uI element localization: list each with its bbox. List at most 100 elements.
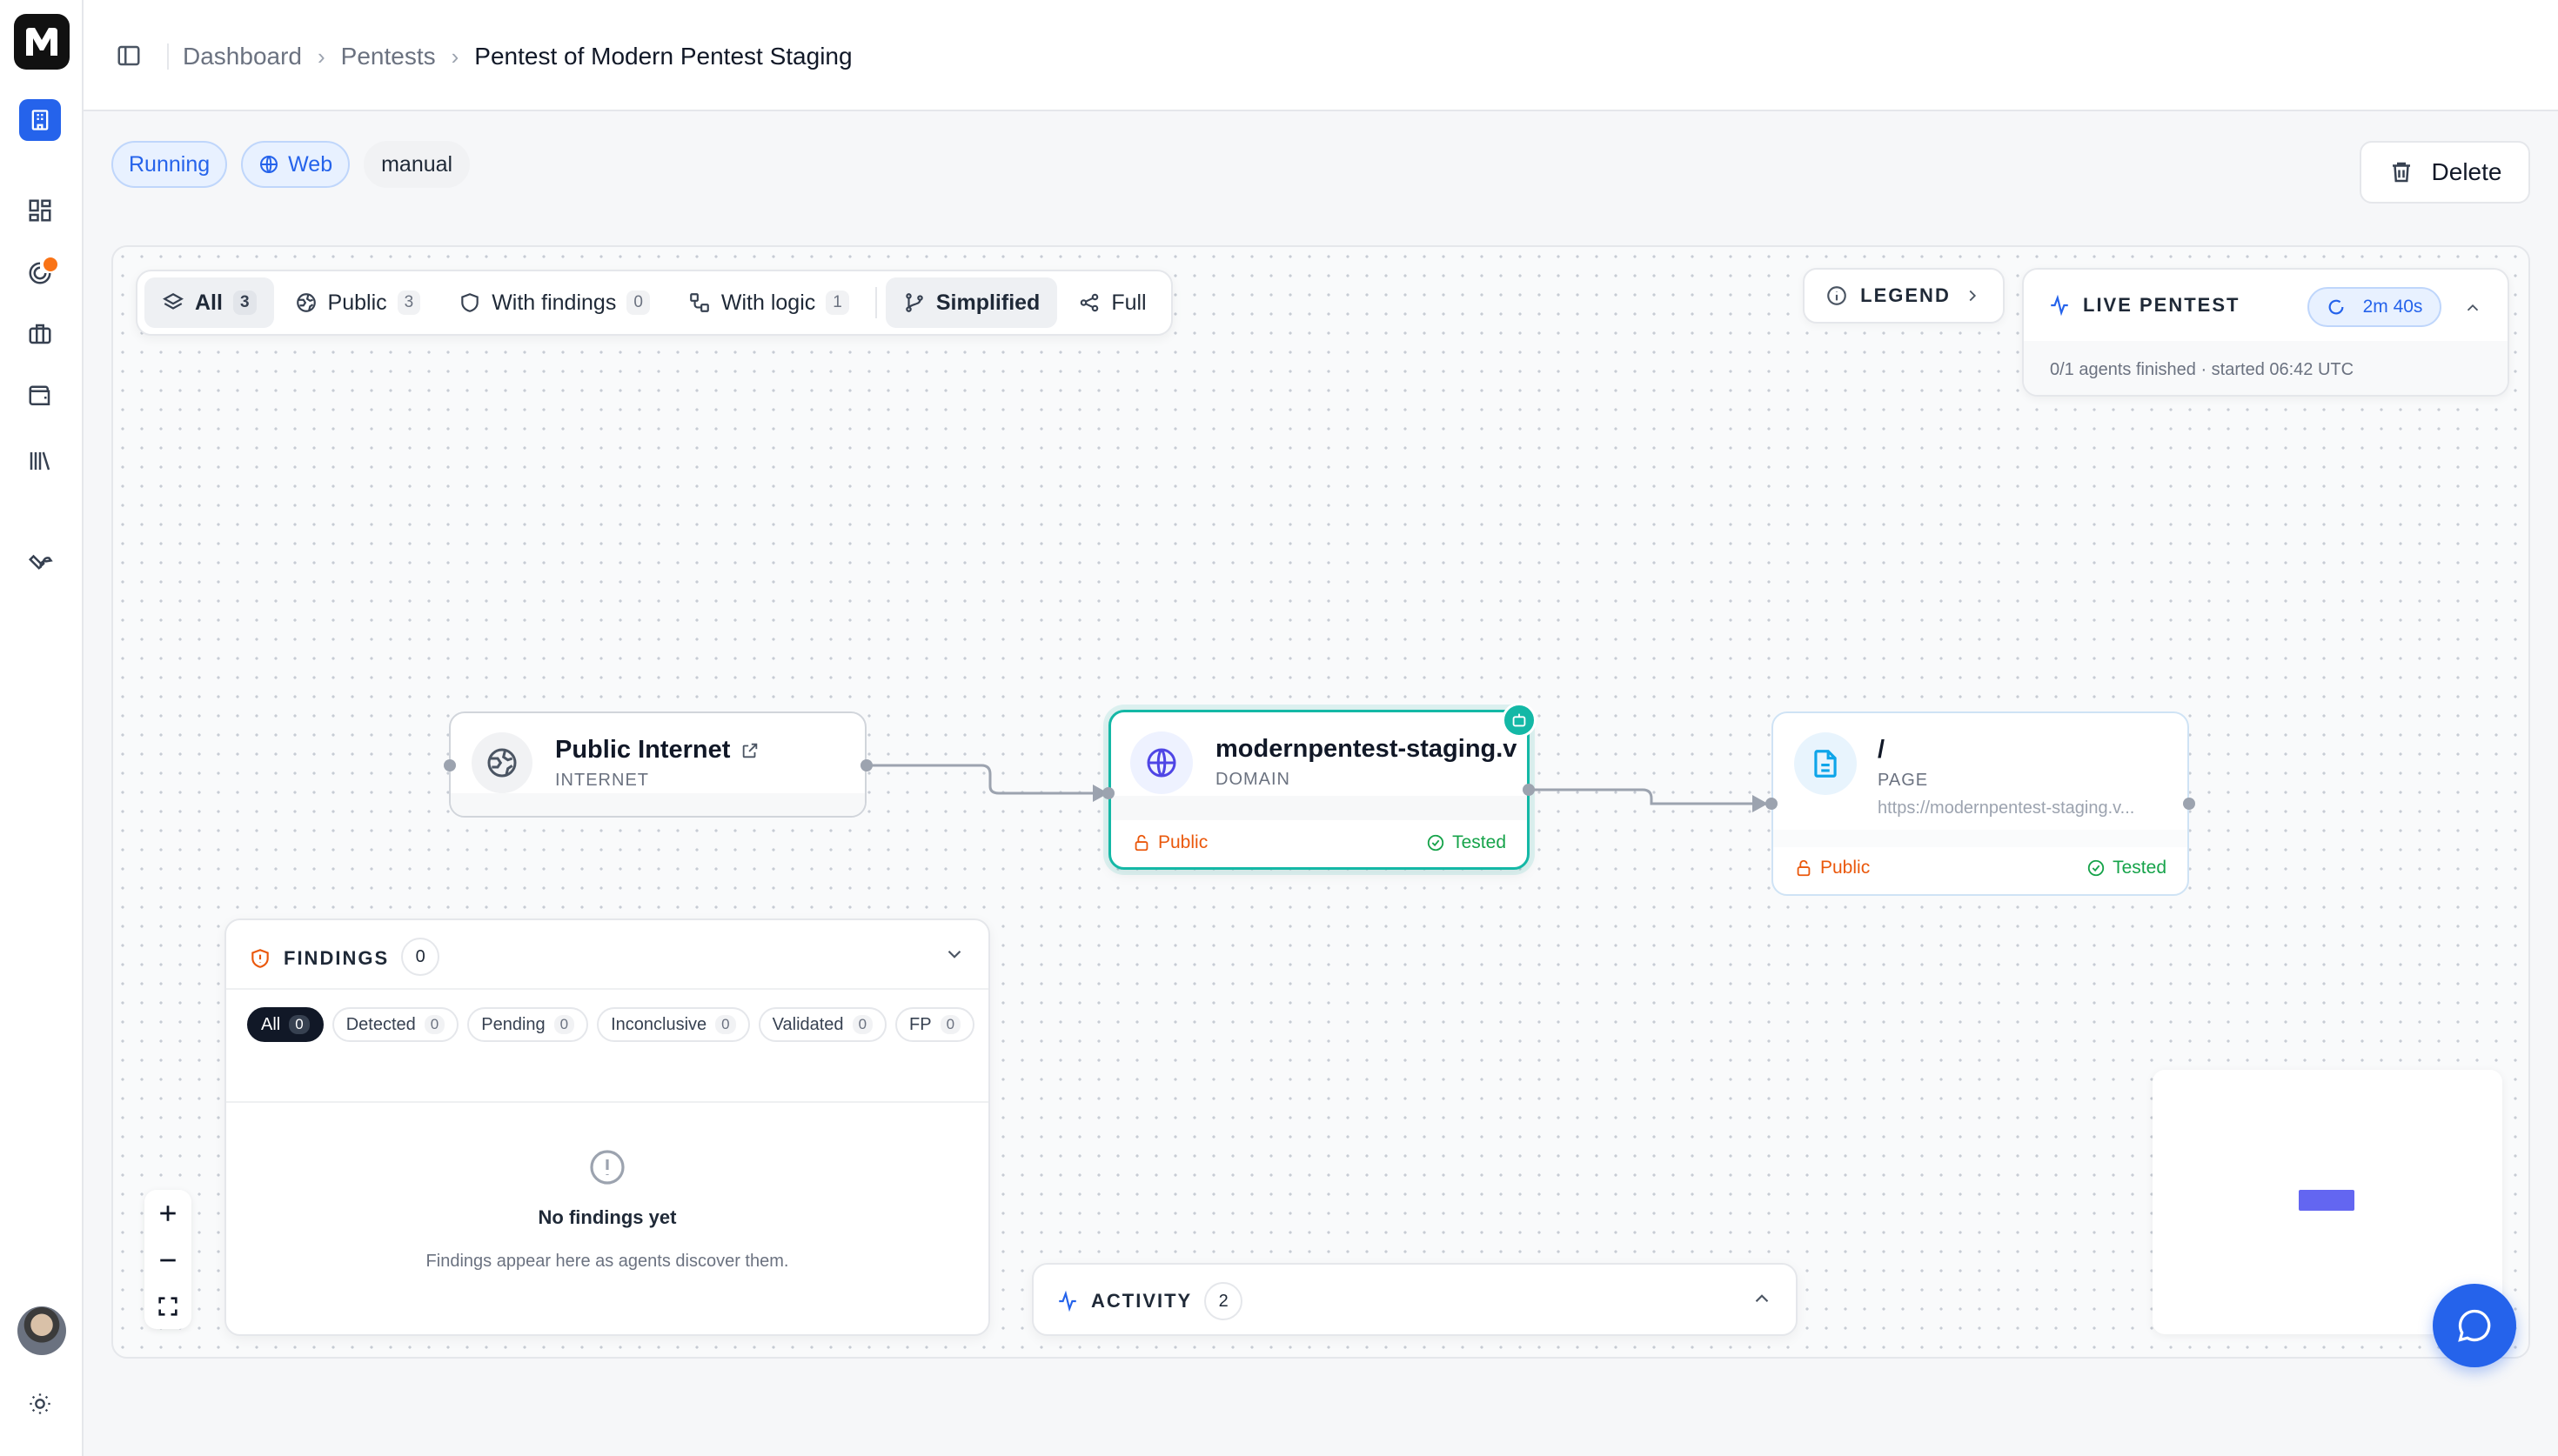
node-title: modernpentest-staging.v: [1215, 735, 1517, 763]
check-circle-icon: [1427, 834, 1444, 852]
activity-panel[interactable]: ACTIVITY 2: [1032, 1263, 1798, 1336]
wallet-icon[interactable]: [24, 381, 56, 412]
node-handle[interactable]: [860, 759, 873, 771]
chip-label: Validated: [772, 1014, 844, 1034]
filter-label: With logic: [720, 290, 816, 315]
pentests-icon[interactable]: [24, 257, 56, 289]
chip-count: 0: [852, 1015, 874, 1034]
filter-all[interactable]: All 3: [144, 277, 274, 328]
fit-view-icon[interactable]: [156, 1294, 180, 1319]
briefcase-icon[interactable]: [24, 318, 56, 350]
node-page[interactable]: / PAGE https://modernpentest-staging.v..…: [1771, 711, 2189, 896]
trash-icon: [2392, 162, 2410, 183]
chip-label: Detected: [345, 1014, 416, 1034]
shield-alert-icon: [251, 949, 269, 968]
chip-label: All: [261, 1014, 281, 1034]
delete-button-label: Delete: [2431, 158, 2502, 185]
filter-with-logic[interactable]: With logic 1: [671, 277, 867, 328]
empty-description: Findings appear here as agents discover …: [425, 1252, 789, 1271]
filter-count: 3: [232, 291, 257, 315]
node-title-text: Public Internet: [555, 736, 731, 764]
minimap-viewport[interactable]: [2299, 1190, 2354, 1211]
library-icon[interactable]: [24, 445, 56, 477]
visibility-badge: Public: [1794, 858, 1870, 878]
zoom-controls: [144, 1190, 191, 1329]
view-simplified[interactable]: Simplified: [885, 277, 1058, 328]
view-label: Simplified: [935, 290, 1041, 315]
chip-count: 0: [424, 1015, 445, 1034]
state-badge: Tested: [2086, 858, 2166, 878]
node-title: Public Internet: [555, 736, 816, 765]
view-full[interactable]: Full: [1061, 277, 1163, 328]
node-public-internet[interactable]: Public Internet INTERNET: [449, 711, 867, 818]
filter-label: All: [195, 290, 223, 315]
live-status-text: 0/1 agents finished · started 06:42 UTC: [2024, 341, 2508, 395]
filter-with-findings[interactable]: With findings 0: [441, 277, 667, 328]
chevron-up-icon[interactable]: [2459, 294, 2487, 322]
filter-public[interactable]: Public 3: [278, 277, 439, 328]
node-type: PAGE: [1878, 771, 1929, 790]
node-handle[interactable]: [1765, 798, 1778, 810]
shield-icon: [461, 293, 479, 312]
breadcrumb-dashboard[interactable]: Dashboard: [183, 43, 302, 70]
node-divider-strip: [1111, 796, 1527, 820]
minimap[interactable]: [2153, 1070, 2502, 1334]
alert-circle-icon: [590, 1150, 625, 1185]
node-domain[interactable]: modernpentest-staging.v DOMAIN Public Te…: [1108, 710, 1530, 870]
globe-icon: [1130, 731, 1193, 794]
wrench-icon[interactable]: [24, 543, 56, 574]
unlock-icon: [1135, 834, 1148, 852]
chip-count: 0: [940, 1015, 961, 1034]
zoom-out-icon[interactable]: [155, 1247, 181, 1273]
zoom-in-icon[interactable]: [155, 1200, 181, 1226]
organization-icon[interactable]: [19, 99, 61, 141]
chat-button[interactable]: [2433, 1284, 2516, 1367]
info-icon: [1827, 286, 1846, 305]
legend-button[interactable]: LEGEND: [1803, 268, 2005, 324]
chip-label: Pending: [481, 1014, 546, 1034]
chat-bubble-icon: [2458, 1309, 2491, 1342]
findings-empty-state: No findings yet Findings appear here as …: [226, 1146, 988, 1272]
internet-icon: [472, 732, 532, 793]
graph-canvas[interactable]: All 3 Public 3 With findings 0 With logi…: [111, 245, 2530, 1359]
findings-filter-detected[interactable]: Detected 0: [331, 1007, 459, 1042]
filter-count: 3: [397, 291, 421, 315]
elapsed-timer: 2m 40s: [2307, 287, 2441, 327]
divider: [167, 43, 169, 70]
external-link-icon: [743, 744, 758, 758]
delete-button[interactable]: Delete: [2360, 141, 2530, 204]
spinner-icon: [2328, 299, 2343, 315]
visibility-label: Public: [1820, 858, 1871, 878]
findings-filter-validated[interactable]: Validated 0: [758, 1007, 887, 1042]
app-logo[interactable]: [14, 14, 70, 70]
dashboard-icon[interactable]: [24, 195, 56, 226]
node-handle[interactable]: [1102, 787, 1115, 799]
sidebar-toggle-icon[interactable]: [113, 40, 144, 71]
chevron-up-icon: [1755, 1294, 1769, 1303]
findings-header[interactable]: FINDINGS 0: [226, 920, 988, 990]
chevron-down-icon: [948, 950, 961, 958]
git-branch-icon: [906, 293, 923, 312]
user-avatar[interactable]: [17, 1306, 66, 1355]
state-label: Tested: [1452, 832, 1506, 852]
graph-filter-bar: All 3 Public 3 With findings 0 With logi…: [136, 270, 1173, 336]
node-handle[interactable]: [444, 759, 456, 771]
filter-label: Public: [327, 290, 387, 315]
globe-outline-icon: [296, 293, 316, 312]
breadcrumb: Dashboard › Pentests › Pentest of Modern…: [183, 40, 853, 73]
agent-bot-icon: [1502, 703, 1537, 738]
breadcrumb-pentests[interactable]: Pentests: [340, 43, 436, 70]
chevron-right-icon: [1969, 290, 1976, 302]
node-type: DOMAIN: [1215, 770, 1290, 789]
activity-count: 2: [1204, 1282, 1243, 1320]
findings-title: FINDINGS 0: [249, 938, 440, 976]
findings-label: FINDINGS: [284, 947, 390, 969]
node-handle[interactable]: [1523, 784, 1535, 796]
theme-toggle-icon[interactable]: [24, 1388, 56, 1419]
node-handle[interactable]: [2183, 798, 2195, 810]
